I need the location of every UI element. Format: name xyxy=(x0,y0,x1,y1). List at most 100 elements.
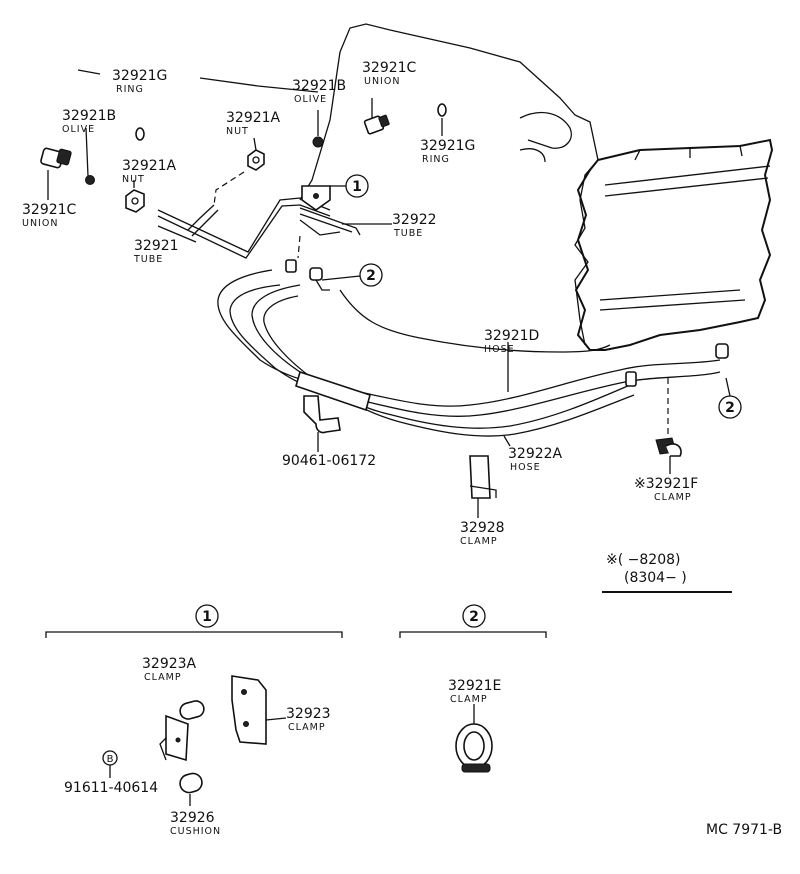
label-91611-40614: 91611-40614 xyxy=(64,780,158,796)
svg-text:TUBE: TUBE xyxy=(133,254,163,265)
svg-text:CLAMP: CLAMP xyxy=(144,672,182,683)
svg-text:※( −8208): ※( −8208) xyxy=(606,552,680,568)
label-32921A-nut: 32921A NUT xyxy=(226,110,281,137)
callout-1: 1 xyxy=(345,174,369,198)
label-32928-clamp: 32928 CLAMP xyxy=(460,520,505,547)
svg-text:32921D: 32921D xyxy=(484,328,539,344)
svg-text:90461-06172: 90461-06172 xyxy=(282,453,376,469)
label-32921C-union: 32921C UNION xyxy=(362,60,417,87)
svg-text:CLAMP: CLAMP xyxy=(654,492,692,503)
svg-text:91611-40614: 91611-40614 xyxy=(64,780,158,796)
svg-text:32921A: 32921A xyxy=(226,110,281,126)
label-32923A-clamp: 32923A CLAMP xyxy=(142,656,197,683)
union-32921C-left-icon xyxy=(40,147,72,169)
svg-text:32921G: 32921G xyxy=(112,68,167,84)
bolt-b-marker: B xyxy=(102,750,118,778)
clamp-90461-icon xyxy=(303,395,341,434)
svg-text:32921B: 32921B xyxy=(292,78,346,94)
svg-text:CLAMP: CLAMP xyxy=(460,536,498,547)
hose-32921D xyxy=(217,269,721,417)
tube-bracket xyxy=(301,185,331,211)
label-32921F-clamp: ※32921F CLAMP xyxy=(634,476,698,503)
svg-text:32926: 32926 xyxy=(170,810,215,826)
svg-text:32923: 32923 xyxy=(286,706,331,722)
clamp-32921E-icon xyxy=(455,723,493,773)
radiator-outline xyxy=(574,138,774,351)
svg-text:OLIVE: OLIVE xyxy=(294,94,327,105)
label-32921A-nut-left: 32921A NUT xyxy=(122,158,177,185)
label-32923-clamp: 32923 CLAMP xyxy=(286,706,331,733)
clamp-32921F-icon xyxy=(655,437,682,457)
label-32921G-ring: 32921G RING xyxy=(112,68,167,95)
svg-text:UNION: UNION xyxy=(364,76,400,87)
nut-32921A-icon xyxy=(247,149,265,171)
svg-text:32923A: 32923A xyxy=(142,656,197,672)
label-32921B-olive-left: 32921B OLIVE xyxy=(62,108,116,135)
callout-2-right: 2 xyxy=(718,395,742,419)
tube-clamp-small xyxy=(285,259,330,291)
label-32921G-ring-right: 32921G RING xyxy=(420,138,475,165)
radiator-hose-clamp xyxy=(625,343,729,387)
svg-text:CLAMP: CLAMP xyxy=(450,694,488,705)
svg-text:※32921F: ※32921F xyxy=(634,476,698,492)
svg-text:32921C: 32921C xyxy=(22,202,77,218)
svg-text:UNION: UNION xyxy=(22,218,58,229)
svg-text:RING: RING xyxy=(422,154,450,165)
svg-text:32921E: 32921E xyxy=(448,678,501,694)
svg-text:RING: RING xyxy=(116,84,144,95)
svg-text:32921G: 32921G xyxy=(420,138,475,154)
hose-sleeve xyxy=(295,370,371,412)
svg-text:TUBE: TUBE xyxy=(393,228,423,239)
svg-text:1: 1 xyxy=(352,179,362,195)
svg-text:(8304− ): (8304− ) xyxy=(624,570,687,586)
svg-text:OLIVE: OLIVE xyxy=(62,124,95,135)
label-32921B-olive: 32921B OLIVE xyxy=(292,78,346,105)
date-range-note: ※( −8208) (8304− ) xyxy=(602,552,732,593)
svg-text:B: B xyxy=(107,754,114,765)
svg-text:NUT: NUT xyxy=(122,174,145,185)
svg-text:32921B: 32921B xyxy=(62,108,116,124)
svg-text:NUT: NUT xyxy=(226,126,249,137)
svg-text:CLAMP: CLAMP xyxy=(288,722,326,733)
clamp-32923A-icon xyxy=(159,700,205,762)
svg-text:32921: 32921 xyxy=(134,238,179,254)
diagram-code: MC 7971-B xyxy=(706,822,782,838)
svg-text:32921C: 32921C xyxy=(362,60,417,76)
svg-text:1: 1 xyxy=(202,609,212,625)
ring-32921G-right-icon xyxy=(437,103,447,117)
label-32921-tube: 32921 TUBE xyxy=(133,238,179,265)
union-32921C-icon xyxy=(363,114,390,135)
svg-text:HOSE: HOSE xyxy=(510,462,541,473)
clamp-32923-icon xyxy=(231,675,287,745)
detail-section-1: 1 xyxy=(45,604,343,638)
svg-text:32922A: 32922A xyxy=(508,446,563,462)
svg-text:2: 2 xyxy=(725,400,735,416)
label-32922A-hose: 32922A HOSE xyxy=(508,446,563,473)
leader-lines xyxy=(47,69,731,518)
label-32926-cushion: 32926 CUSHION xyxy=(170,810,221,837)
cushion-32926-icon xyxy=(179,772,203,806)
olive-32921B-icon xyxy=(312,136,324,148)
label-32921D-hose: 32921D HOSE xyxy=(484,328,539,355)
label-90461-06172: 90461-06172 xyxy=(282,453,376,469)
tube-32921 xyxy=(157,197,331,259)
label-32922-tube: 32922 TUBE xyxy=(392,212,437,239)
label-32921E-clamp: 32921E CLAMP xyxy=(448,678,501,724)
tube-32922 xyxy=(299,207,361,236)
detail-section-2: 2 xyxy=(399,604,547,638)
svg-text:32922: 32922 xyxy=(392,212,437,228)
svg-text:2: 2 xyxy=(366,268,376,284)
clamp-32928-icon xyxy=(469,455,497,499)
svg-text:32928: 32928 xyxy=(460,520,505,536)
svg-text:32921A: 32921A xyxy=(122,158,177,174)
olive-32921B-left-icon xyxy=(85,175,95,185)
nut-32921A-left-icon xyxy=(125,189,145,213)
callout-2: 2 xyxy=(359,263,383,287)
svg-text:CUSHION: CUSHION xyxy=(170,826,221,837)
svg-text:HOSE: HOSE xyxy=(484,344,515,355)
label-32921C-union-left: 32921C UNION xyxy=(22,202,77,229)
svg-text:2: 2 xyxy=(469,609,479,625)
ring-32921G-icon xyxy=(135,127,145,141)
